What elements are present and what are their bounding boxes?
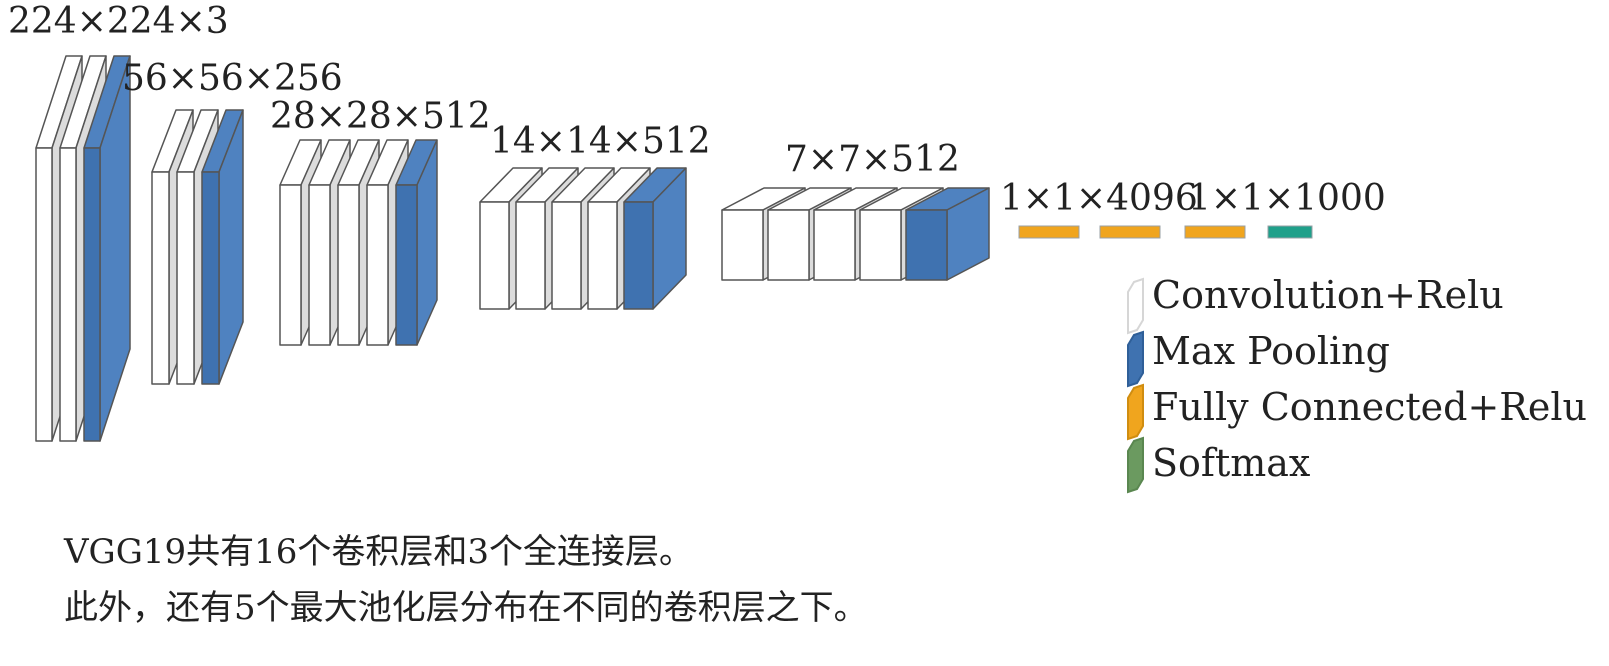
legend-swatch-convolution	[1127, 277, 1144, 335]
legend-label-max-pooling: Max Pooling	[1152, 329, 1390, 373]
conv-layer-3-4-front	[366, 184, 389, 346]
fc-layer-3	[1184, 225, 1246, 239]
stage-1	[35, 55, 131, 442]
dim-label-softmax: 1×1×1000	[1188, 178, 1386, 219]
conv-layer-4-1-front	[479, 201, 510, 310]
conv-layer-5-3-front	[813, 209, 856, 281]
conv-layer-4-2-front	[515, 201, 546, 310]
legend-swatch-fully-connected	[1127, 383, 1144, 441]
pool-layer-2-front	[201, 171, 220, 385]
legend-swatch-max-pooling	[1127, 330, 1144, 388]
legend-label-softmax: Softmax	[1152, 441, 1310, 485]
fc-layer-1	[1018, 225, 1080, 239]
dim-label-input: 224×224×3	[8, 1, 229, 42]
fully-connected-layers	[1018, 225, 1313, 239]
softmax-layer	[1267, 225, 1313, 239]
dim-label-block1: 56×56×256	[122, 58, 343, 99]
conv-layer-3-3	[337, 139, 380, 346]
pool-layer-3	[395, 139, 438, 346]
conv-layer-4-4-front	[587, 201, 618, 310]
pool-layer-5	[905, 187, 990, 281]
legend-label-convolution: Convolution+Relu	[1152, 273, 1504, 317]
conv-layer-5-1-front	[721, 209, 764, 281]
dim-label-fc: 1×1×4096	[1000, 178, 1198, 219]
pool-layer-2	[201, 109, 244, 385]
legend: Convolution+Relu Max Pooling Fully Conne…	[1127, 273, 1587, 494]
conv-layer-4-3-front	[551, 201, 582, 310]
dim-label-block4: 7×7×512	[785, 139, 960, 180]
legend-item-convolution: Convolution+Relu	[1127, 273, 1504, 335]
pool-layer-1	[83, 55, 131, 442]
stage-2	[151, 109, 244, 385]
caption-line-1: VGG19共有16个卷积层和3个全连接层。	[64, 532, 694, 572]
conv-layer-2-1-front	[151, 171, 170, 385]
conv-layer-5-2-front	[767, 209, 810, 281]
stage-5	[721, 187, 990, 281]
legend-label-fully-connected: Fully Connected+Relu	[1152, 385, 1587, 429]
stage-3	[279, 139, 438, 346]
conv-layer-1-2-front	[59, 147, 77, 442]
conv-layer-2-2-front	[176, 171, 195, 385]
legend-swatch-softmax	[1127, 436, 1144, 494]
fc-layer-2	[1099, 225, 1161, 239]
conv-layer-5-4-front	[859, 209, 902, 281]
dim-label-block3: 14×14×512	[490, 121, 711, 162]
caption-line-2: 此外，还有5个最大池化层分布在不同的卷积层之下。	[64, 588, 868, 628]
pool-layer-3-front	[395, 184, 418, 346]
conv-layer-3-3-front	[337, 184, 360, 346]
conv-layer-3-1-front	[279, 184, 302, 346]
pool-layer-4-front	[623, 201, 654, 310]
dim-label-block2: 28×28×512	[270, 96, 491, 137]
conv-layer-1-1-front	[35, 147, 53, 442]
legend-item-softmax: Softmax	[1127, 436, 1310, 494]
stage-4	[479, 167, 687, 310]
pool-layer-4	[623, 167, 687, 310]
pool-layer-5-front	[905, 209, 948, 281]
legend-item-max-pooling: Max Pooling	[1127, 329, 1390, 388]
pool-layer-1-front	[83, 147, 101, 442]
conv-layer-3-2-front	[308, 184, 331, 346]
legend-item-fully-connected: Fully Connected+Relu	[1127, 383, 1587, 441]
layer-blocks	[35, 55, 990, 442]
